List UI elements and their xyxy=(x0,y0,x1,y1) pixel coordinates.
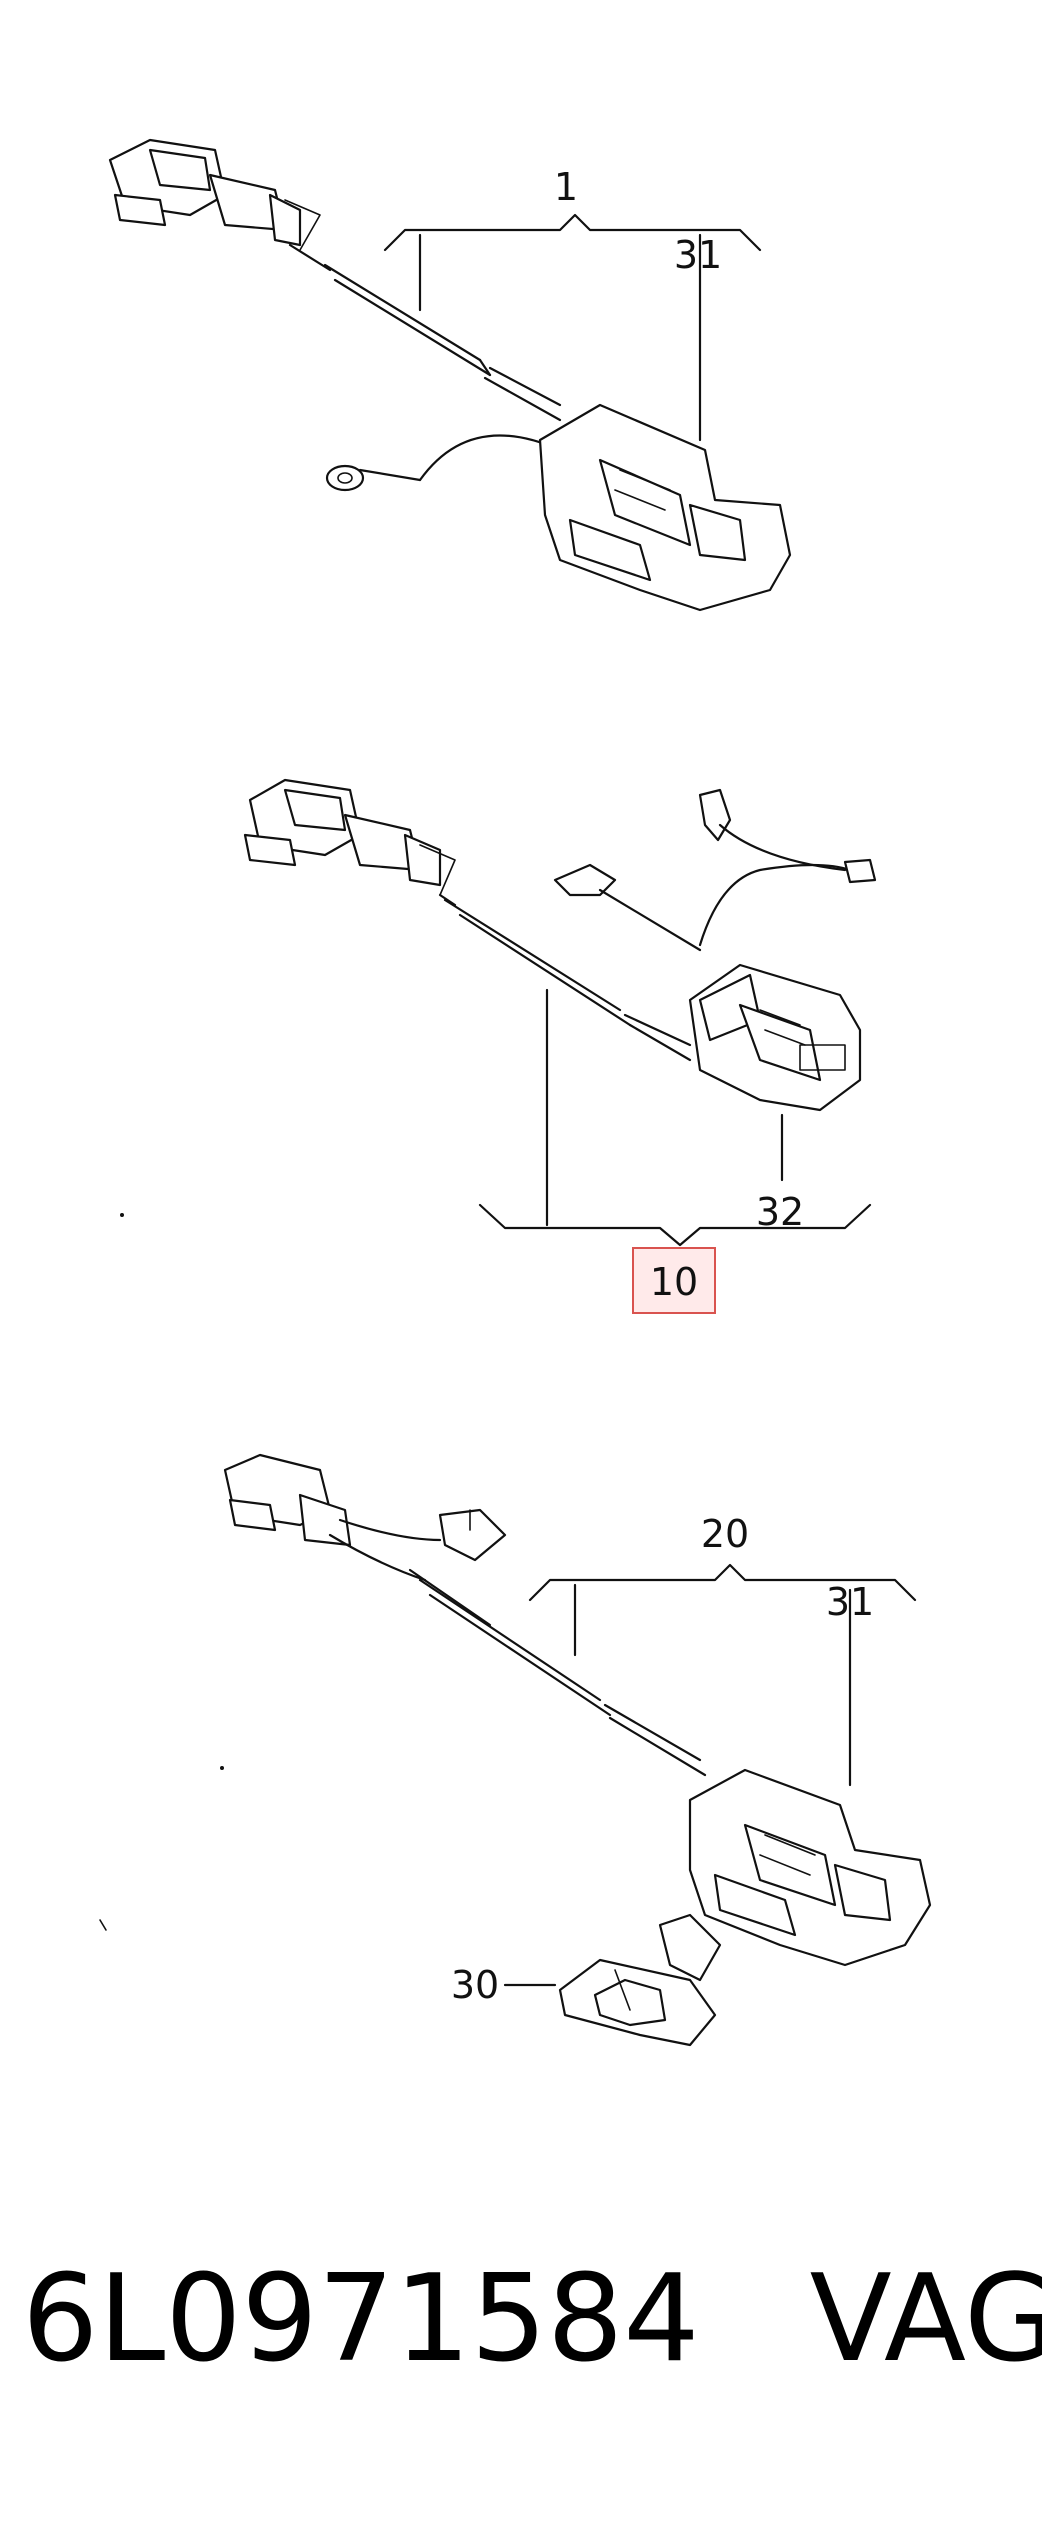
assembly-20-harness: 20 31 30 xyxy=(99,1453,932,2047)
plug-connector-left-20 xyxy=(223,1453,507,1562)
callout-32: 32 xyxy=(756,1190,804,1234)
assembly-10-harness: 32 10 xyxy=(120,778,877,1314)
callout-1: 1 xyxy=(554,165,578,209)
connector-housing-32 xyxy=(688,963,862,1112)
brand-name: VAG xyxy=(809,2250,1042,2389)
callout-30: 30 xyxy=(451,1963,499,2007)
callout-10-highlight xyxy=(632,1247,716,1314)
callout-20: 20 xyxy=(701,1512,749,1556)
connector-housing-31-bottom xyxy=(688,1768,932,1967)
callout-31-top: 31 xyxy=(674,233,722,277)
plug-connector-left-10 xyxy=(243,778,456,896)
part-number: 6L0971584 xyxy=(22,2250,700,2389)
callout-31-bottom: 31 xyxy=(826,1580,874,1624)
connector-housing-31-top xyxy=(538,403,792,612)
part-30-clip xyxy=(558,1913,722,2047)
plug-connector-left-1 xyxy=(108,138,321,251)
callout-10: 10 xyxy=(650,1260,698,1304)
footer-part-info: 6L0971584 VAG xyxy=(22,2240,1042,2400)
assembly-1-harness: 1 31 xyxy=(108,138,792,612)
